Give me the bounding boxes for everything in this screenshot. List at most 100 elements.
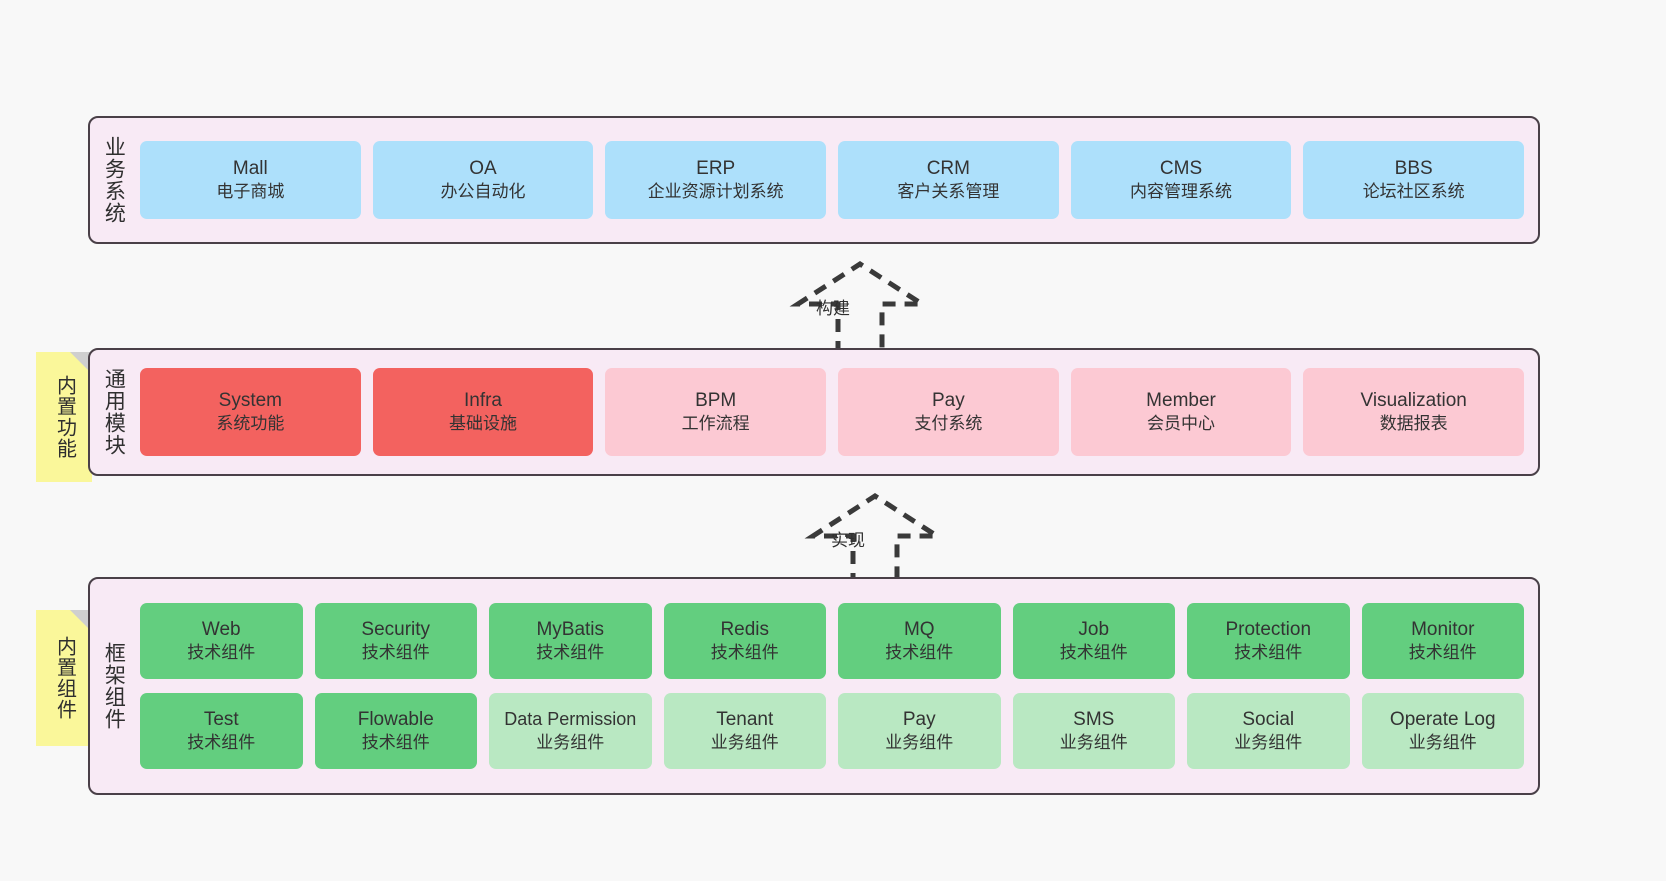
card-title-cn: 业务组件 — [1059, 733, 1128, 753]
card-title-en: Pay — [902, 708, 936, 730]
layer-business-systems: 业务系统 Mall 电子商城 OA 办公自动化 ERP 企业资源计划系统 CRM… — [88, 116, 1540, 244]
card-title-en: Social — [1242, 708, 1295, 730]
layer-body-business-systems: Mall 电子商城 OA 办公自动化 ERP 企业资源计划系统 CRM 客户关系… — [136, 118, 1538, 242]
card-title-en: Protection — [1225, 618, 1312, 640]
card-title-en: Mall — [232, 157, 268, 179]
layer-framework-components: 框架组件 Web 技术组件 Security 技术组件 MyBatis 技术组件… — [88, 577, 1540, 795]
card-title-cn: 支付系统 — [914, 414, 983, 434]
card-title-en: BBS — [1394, 157, 1433, 179]
layer-title-common-modules: 通用模块 — [102, 368, 126, 456]
card-title-cn: 客户关系管理 — [897, 182, 1000, 202]
card-infra[interactable]: Infra 基础设施 — [372, 368, 594, 456]
card-job[interactable]: Job 技术组件 — [1012, 603, 1175, 679]
framework-row-business: Test 技术组件 Flowable 技术组件 Data Permission … — [140, 693, 1524, 769]
layer-common-modules: 通用模块 System 系统功能 Infra 基础设施 BPM 工作流程 Pay… — [88, 348, 1540, 476]
card-redis[interactable]: Redis 技术组件 — [663, 603, 826, 679]
card-pay-component[interactable]: Pay 业务组件 — [838, 693, 1001, 769]
card-title-en: System — [218, 389, 283, 411]
card-title-cn: 电子商城 — [216, 182, 285, 202]
card-title-cn: 技术组件 — [1234, 643, 1303, 663]
card-title-cn: 办公自动化 — [440, 182, 526, 202]
card-tenant[interactable]: Tenant 业务组件 — [663, 693, 826, 769]
card-pay-module[interactable]: Pay 支付系统 — [838, 368, 1059, 456]
card-member[interactable]: Member 会员中心 — [1070, 368, 1292, 456]
note-fold-corner-icon — [70, 352, 92, 374]
card-title-en: CRM — [926, 157, 970, 179]
card-protection[interactable]: Protection 技术组件 — [1187, 603, 1350, 679]
card-title-en: Tenant — [716, 708, 774, 730]
card-title-en: BPM — [695, 389, 737, 411]
card-title-en: Web — [201, 618, 241, 640]
card-data-permission[interactable]: Data Permission 业务组件 — [489, 693, 652, 769]
card-erp[interactable]: ERP 企业资源计划系统 — [605, 141, 827, 219]
card-title-cn: 技术组件 — [710, 643, 779, 663]
card-social[interactable]: Social 业务组件 — [1187, 693, 1350, 769]
card-cms[interactable]: CMS 内容管理系统 — [1070, 141, 1292, 219]
card-title-en: MyBatis — [536, 618, 605, 640]
card-title-en: OA — [469, 157, 497, 179]
card-title-cn: 系统功能 — [216, 414, 285, 434]
card-mall[interactable]: Mall 电子商城 — [140, 141, 361, 219]
card-crm[interactable]: CRM 客户关系管理 — [838, 141, 1059, 219]
card-bpm[interactable]: BPM 工作流程 — [605, 368, 827, 456]
connector-label-implement: 实现 — [831, 531, 865, 550]
card-title-en: Flowable — [357, 708, 434, 730]
layer-title-business-systems: 业务系统 — [102, 136, 126, 224]
card-title-en: Visualization — [1360, 389, 1467, 411]
card-title-cn: 业务组件 — [1234, 733, 1303, 753]
card-title-cn: 业务组件 — [885, 733, 954, 753]
framework-row-technical: Web 技术组件 Security 技术组件 MyBatis 技术组件 Redi… — [140, 603, 1524, 679]
card-title-cn: 业务组件 — [536, 732, 605, 752]
card-title-en: MQ — [903, 618, 935, 640]
card-flowable[interactable]: Flowable 技术组件 — [314, 693, 477, 769]
card-title-cn: 业务组件 — [1408, 733, 1477, 753]
card-sms[interactable]: SMS 业务组件 — [1012, 693, 1175, 769]
card-operate-log[interactable]: Operate Log 业务组件 — [1361, 693, 1524, 769]
card-title-cn: 技术组件 — [187, 643, 256, 663]
card-title-cn: 业务组件 — [710, 733, 779, 753]
card-title-cn: 基础设施 — [449, 414, 517, 434]
card-web[interactable]: Web 技术组件 — [140, 603, 303, 679]
card-title-en: Job — [1078, 618, 1110, 640]
card-title-en: CMS — [1159, 157, 1203, 179]
card-title-en: Redis — [720, 618, 770, 640]
card-title-en: Data Permission — [504, 709, 637, 730]
card-title-cn: 技术组件 — [1408, 643, 1477, 663]
connector-arrow-build: 构建 — [789, 260, 950, 360]
card-title-en: Operate Log — [1389, 708, 1496, 730]
card-title-cn: 工作流程 — [681, 414, 750, 434]
card-title-cn: 技术组件 — [361, 733, 430, 753]
card-mybatis[interactable]: MyBatis 技术组件 — [489, 603, 652, 679]
card-visualization[interactable]: Visualization 数据报表 — [1303, 368, 1525, 456]
card-title-cn: 技术组件 — [1059, 643, 1128, 663]
card-title-en: ERP — [696, 157, 736, 179]
card-title-cn: 数据报表 — [1379, 414, 1448, 434]
card-title-en: Security — [361, 618, 431, 640]
note-builtin-components: 内置组件 — [36, 610, 92, 746]
card-title-cn: 企业资源计划系统 — [647, 182, 784, 202]
note-builtin-features: 内置功能 — [36, 352, 92, 482]
card-security[interactable]: Security 技术组件 — [314, 603, 477, 679]
card-title-cn: 技术组件 — [885, 643, 954, 663]
card-system[interactable]: System 系统功能 — [140, 368, 361, 456]
card-title-cn: 论坛社区系统 — [1362, 182, 1465, 202]
note-label: 内置功能 — [53, 375, 76, 459]
layer-title-framework-components: 框架组件 — [102, 642, 126, 730]
card-mq[interactable]: MQ 技术组件 — [838, 603, 1001, 679]
card-title-en: Test — [203, 708, 239, 730]
card-title-cn: 技术组件 — [361, 643, 430, 663]
card-oa[interactable]: OA 办公自动化 — [372, 141, 594, 219]
card-test[interactable]: Test 技术组件 — [140, 693, 303, 769]
card-title-cn: 技术组件 — [536, 643, 605, 663]
card-title-en: Monitor — [1411, 618, 1475, 640]
card-title-en: Member — [1146, 389, 1216, 411]
card-monitor[interactable]: Monitor 技术组件 — [1361, 603, 1524, 679]
card-bbs[interactable]: BBS 论坛社区系统 — [1303, 141, 1525, 219]
card-title-en: SMS — [1073, 708, 1115, 730]
card-title-cn: 会员中心 — [1147, 414, 1216, 434]
note-fold-corner-icon — [70, 610, 92, 632]
card-title-cn: 技术组件 — [187, 733, 256, 753]
card-title-en: Infra — [463, 389, 503, 411]
note-label: 内置组件 — [53, 636, 76, 720]
